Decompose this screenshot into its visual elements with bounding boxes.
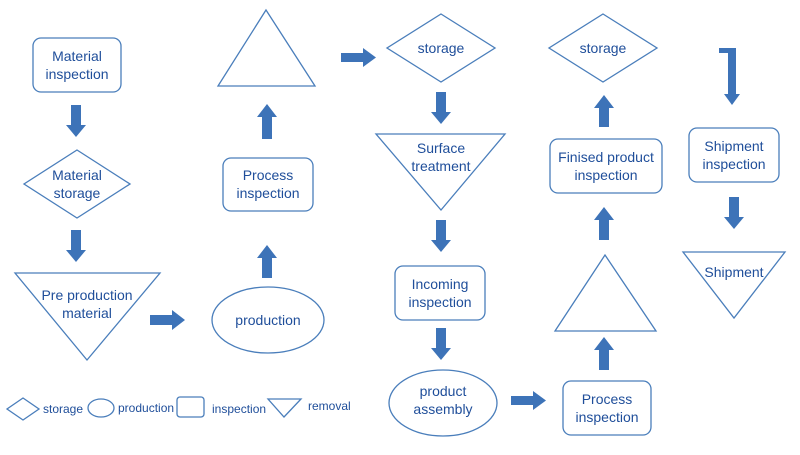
material-storage-label-2: storage xyxy=(54,185,101,201)
arrow-right xyxy=(150,310,185,330)
process-inspection-1-label-2: inspection xyxy=(236,185,299,201)
arrow-down xyxy=(66,230,86,262)
finished-product-label-2: inspection xyxy=(574,167,637,183)
shipment-inspection-label-2: inspection xyxy=(702,156,765,172)
legend: storage production inspection removal xyxy=(5,396,351,421)
arrow-up xyxy=(257,245,277,278)
shipment-inspection-node: Shipment inspection xyxy=(688,127,780,183)
process-inspection-1-label-1: Process xyxy=(243,167,294,183)
pre-production-material-node: Pre production material xyxy=(13,272,162,362)
triangle-removal-1-node xyxy=(216,8,317,87)
incoming-inspection-label-2: inspection xyxy=(408,294,471,310)
arrow-down xyxy=(431,220,451,252)
arrow-bent-down xyxy=(719,48,740,105)
shipment-node: Shipment xyxy=(681,251,787,320)
material-inspection-node: Material inspection xyxy=(32,37,122,93)
process-inspection-1-node: Process inspection xyxy=(222,157,314,212)
product-assembly-node: product assembly xyxy=(388,369,498,437)
pre-production-label-2: material xyxy=(62,305,112,321)
legend-production-label: production xyxy=(118,401,174,415)
arrow-down xyxy=(431,328,451,360)
arrow-down xyxy=(66,105,86,137)
surface-treatment-node: Surface treatment xyxy=(374,133,507,212)
incoming-inspection-label-1: Incoming xyxy=(412,276,469,292)
arrow-up xyxy=(594,337,614,370)
legend-inspection-label: inspection xyxy=(212,402,266,416)
material-inspection-label-2: inspection xyxy=(45,66,108,82)
shipment-label: Shipment xyxy=(704,264,763,280)
product-assembly-label-1: product xyxy=(420,383,467,399)
product-assembly-label-2: assembly xyxy=(413,401,472,417)
storage-1-label: storage xyxy=(418,40,465,56)
surface-treatment-label-1: Surface xyxy=(417,140,465,156)
legend-inspection-icon xyxy=(176,396,205,418)
arrow-up xyxy=(257,104,277,139)
arrow-up xyxy=(594,95,614,127)
arrow-down xyxy=(431,92,451,124)
material-inspection-label-1: Material xyxy=(52,48,102,64)
finished-product-inspection-node: Finised product inspection xyxy=(549,138,663,194)
storage-2-label: storage xyxy=(580,40,627,56)
pre-production-label-1: Pre production xyxy=(41,287,132,303)
legend-removal-icon xyxy=(266,398,303,418)
incoming-inspection-node: Incoming inspection xyxy=(394,265,486,321)
arrow-right xyxy=(341,48,376,67)
surface-treatment-label-2: treatment xyxy=(411,158,470,174)
material-storage-label-1: Material xyxy=(52,167,102,183)
arrow-up xyxy=(594,207,614,240)
material-storage-node: Material storage xyxy=(22,149,132,219)
legend-storage-icon xyxy=(5,397,41,421)
arrow-right xyxy=(511,391,546,410)
process-inspection-2-label-1: Process xyxy=(582,391,633,407)
triangle-removal-2-node xyxy=(553,253,658,332)
legend-storage-label: storage xyxy=(43,402,83,416)
storage-2-node: storage xyxy=(547,13,659,83)
legend-removal-label: removal xyxy=(308,399,351,413)
legend-production-icon xyxy=(87,398,115,418)
production-label: production xyxy=(235,312,300,328)
shipment-inspection-label-1: Shipment xyxy=(704,138,763,154)
arrow-down xyxy=(724,197,744,229)
production-node: production xyxy=(211,286,325,354)
process-inspection-2-label-2: inspection xyxy=(575,409,638,425)
storage-1-node: storage xyxy=(385,13,497,83)
finished-product-label-1: Finised product xyxy=(558,149,654,165)
process-inspection-2-node: Process inspection xyxy=(562,380,652,436)
